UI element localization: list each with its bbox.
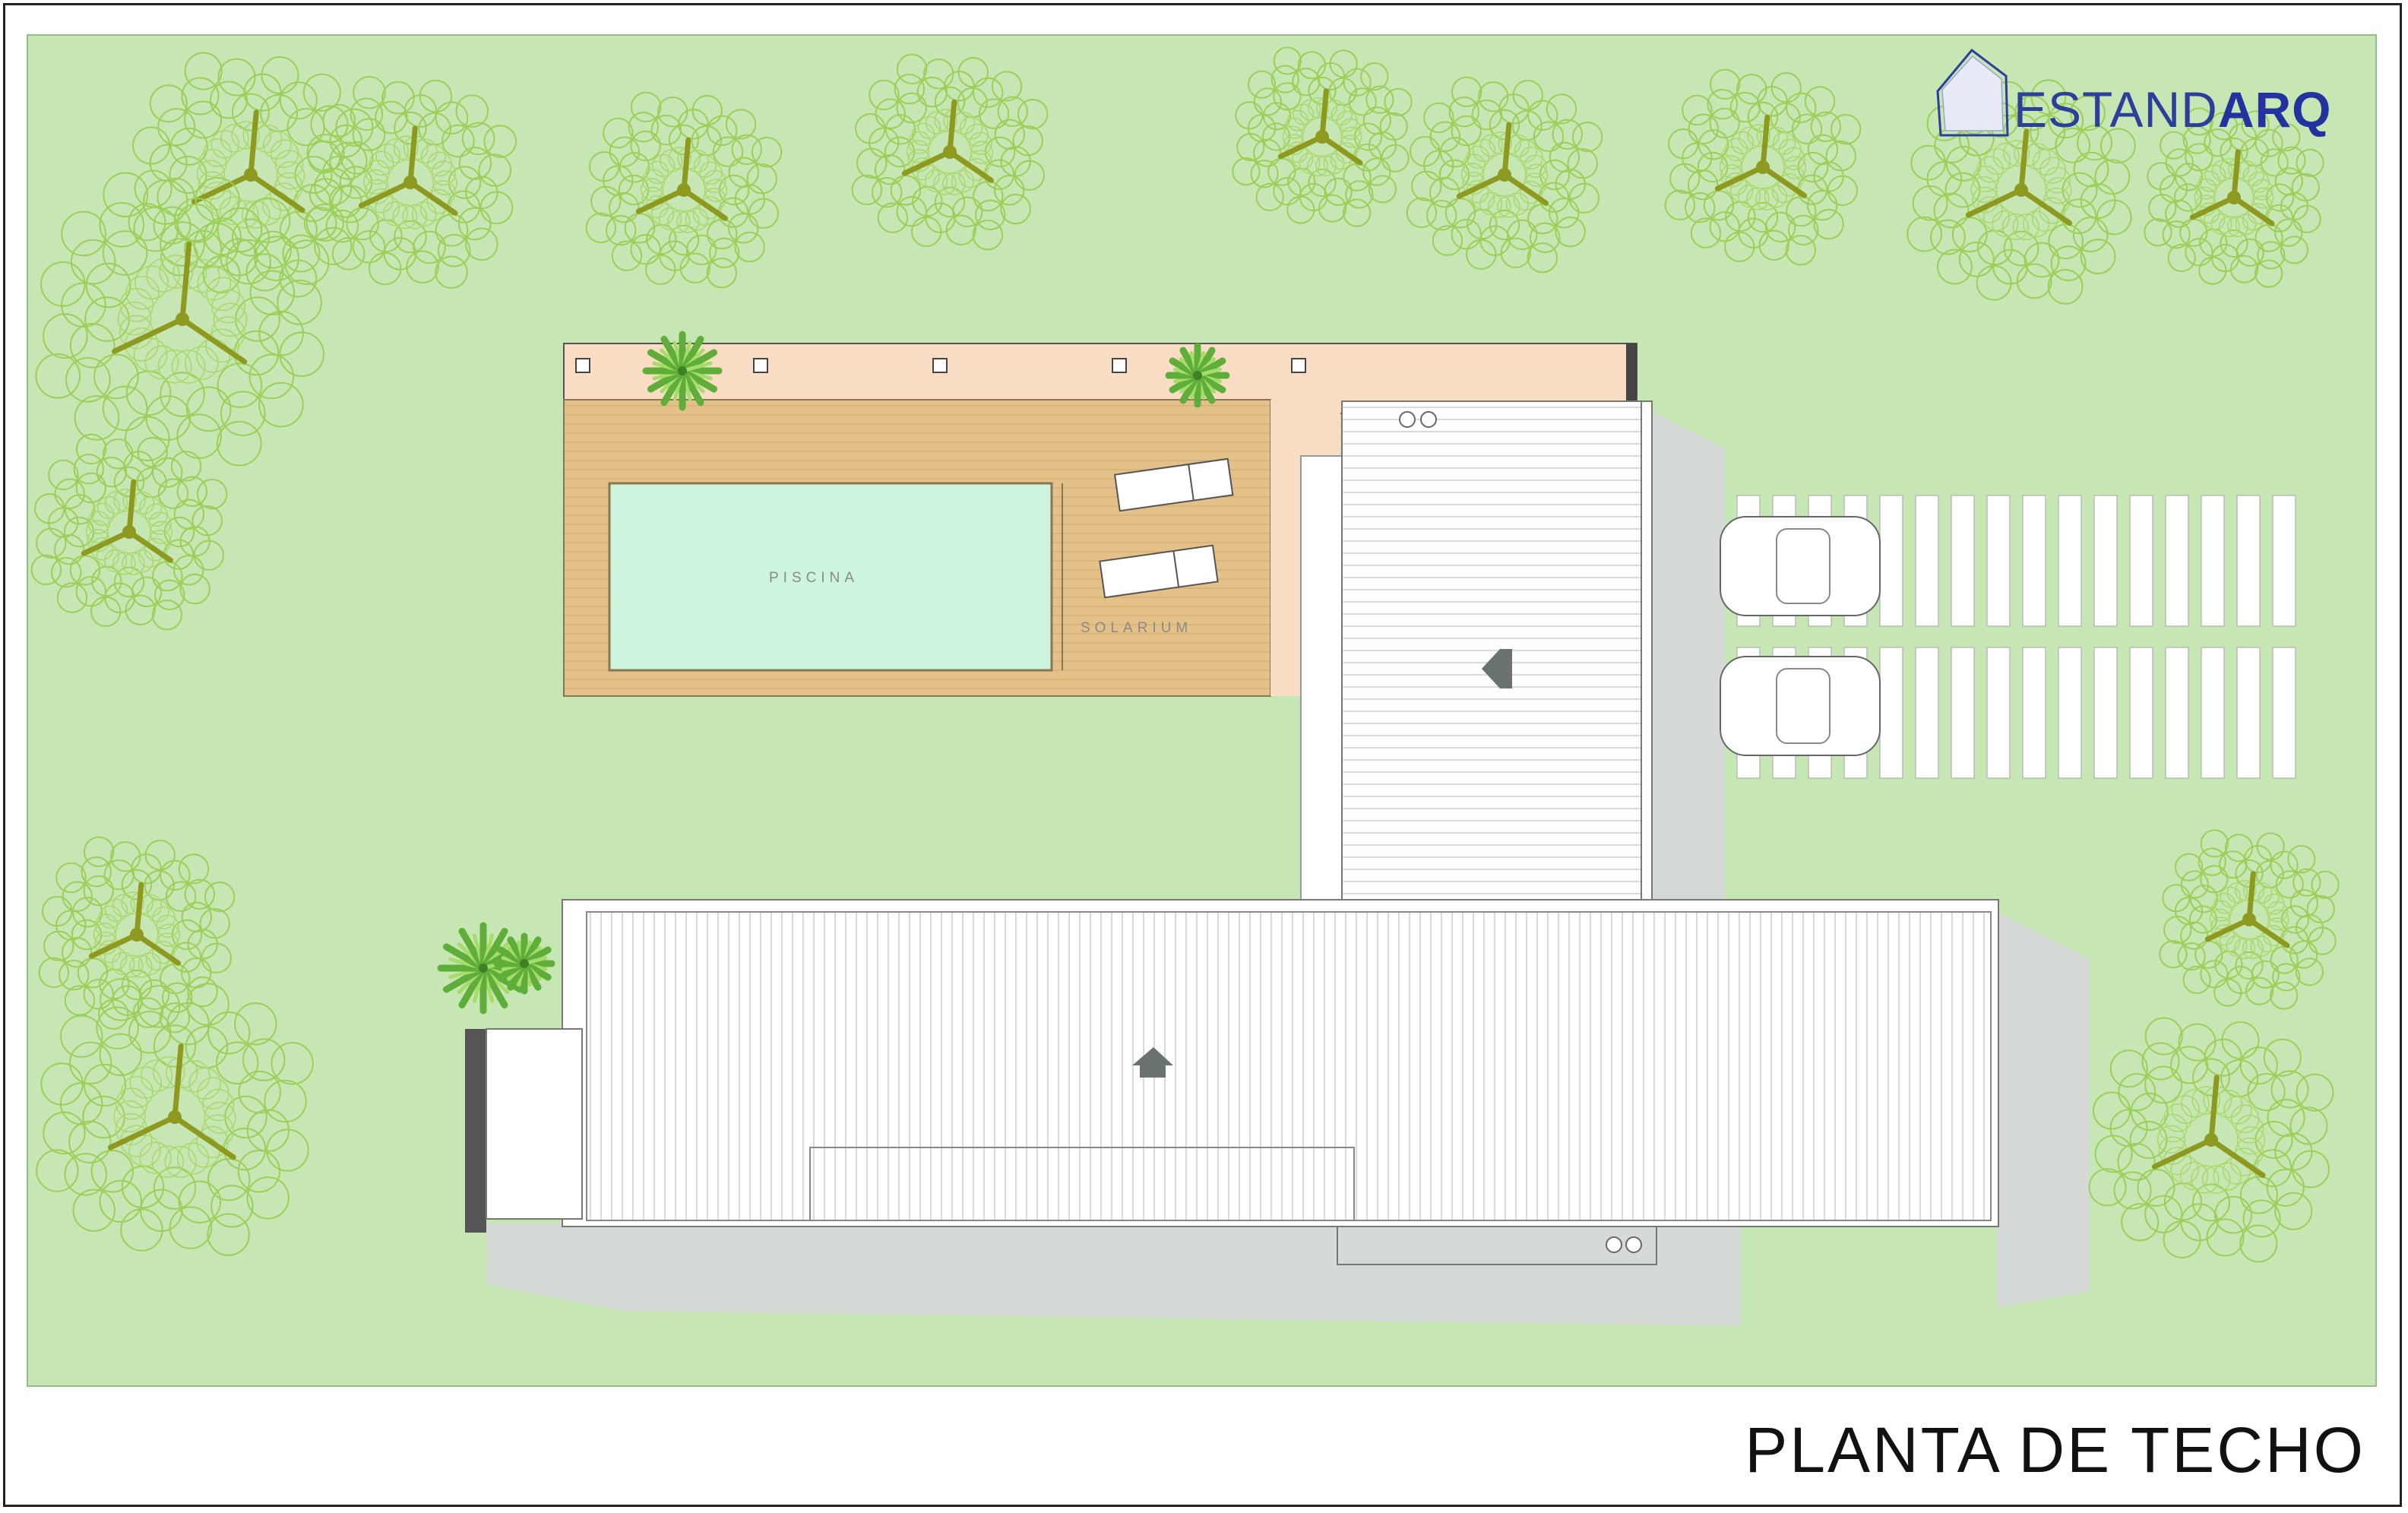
tree <box>2159 829 2340 1010</box>
house-outline-icon <box>1936 48 2009 137</box>
tree <box>1906 75 2136 305</box>
tree <box>128 52 374 298</box>
tree <box>38 836 236 1033</box>
palm-tree <box>642 331 723 411</box>
paver-slab <box>1951 495 1975 627</box>
swimming-pool <box>608 482 1053 672</box>
terrace-light-fixtures <box>575 358 1306 373</box>
paver-slab <box>2129 647 2153 779</box>
palm-trees <box>437 331 1230 1014</box>
paver-slab <box>1951 647 1975 779</box>
paver-slab <box>2201 647 2225 779</box>
trees <box>30 46 2340 1263</box>
tree <box>585 91 783 289</box>
sheet-frame <box>3 3 2402 1507</box>
slope-arrow-icon <box>1132 1047 1173 1078</box>
paver-slab <box>2022 647 2046 779</box>
tree <box>2144 107 2324 288</box>
car <box>1720 656 1881 756</box>
palm-tree <box>493 932 555 995</box>
paver-slab <box>2236 647 2261 779</box>
sheet-title: PLANTA DE TECHO <box>1745 1414 2365 1486</box>
tree <box>1664 68 1862 266</box>
paver-slab <box>2129 495 2153 627</box>
roof-vent <box>1606 1236 1622 1253</box>
palm-tree <box>1165 343 1230 408</box>
paver-slab <box>2272 647 2296 779</box>
paver-slab <box>2165 495 2189 627</box>
paver-slab <box>2058 495 2082 627</box>
tree <box>1232 46 1413 227</box>
pool-terrace-edge <box>1626 343 1637 413</box>
west-annex <box>465 1029 486 1233</box>
paver-slab <box>2272 495 2296 627</box>
carport-roof-edge <box>1641 400 1653 910</box>
tree <box>2088 1017 2334 1263</box>
tree <box>30 433 228 631</box>
tree <box>35 172 330 467</box>
logo-text: ESTANDARQ <box>2014 81 2332 138</box>
tree <box>303 75 517 290</box>
paver-slab <box>1915 647 1939 779</box>
sun-lounger <box>1113 457 1234 512</box>
paver-slab <box>1986 647 2011 779</box>
paver-slab <box>2093 647 2118 779</box>
paver-slab <box>2236 495 2261 627</box>
paver-slab <box>1986 495 2011 627</box>
carport-side-wall <box>1300 455 1343 905</box>
west-annex-roof <box>486 1028 583 1220</box>
rear-bay <box>1337 1226 1657 1265</box>
paver-slab <box>1879 647 1903 779</box>
paver-slab <box>1879 495 1903 627</box>
tree <box>851 53 1049 251</box>
paver-slab <box>1915 495 1939 627</box>
paver-slab <box>2058 647 2082 779</box>
paver-slab <box>2022 495 2046 627</box>
roof-skylight <box>809 1147 1355 1221</box>
pool-label: PISCINA <box>769 570 859 586</box>
tree <box>1406 76 1603 274</box>
roof-vent <box>1399 411 1416 428</box>
slope-arrow-icon <box>1482 649 1512 688</box>
solarium-label: SOLARIUM <box>1081 620 1192 636</box>
tree <box>36 978 314 1256</box>
paver-slab <box>2201 495 2225 627</box>
paver-slab <box>2093 495 2118 627</box>
car <box>1720 516 1881 616</box>
sun-lounger <box>1099 544 1219 599</box>
paver-slab <box>2165 647 2189 779</box>
estandarq-logo: ESTANDARQ <box>1922 46 2348 144</box>
roof-vent <box>1420 411 1437 428</box>
roof-vent <box>1625 1236 1642 1253</box>
